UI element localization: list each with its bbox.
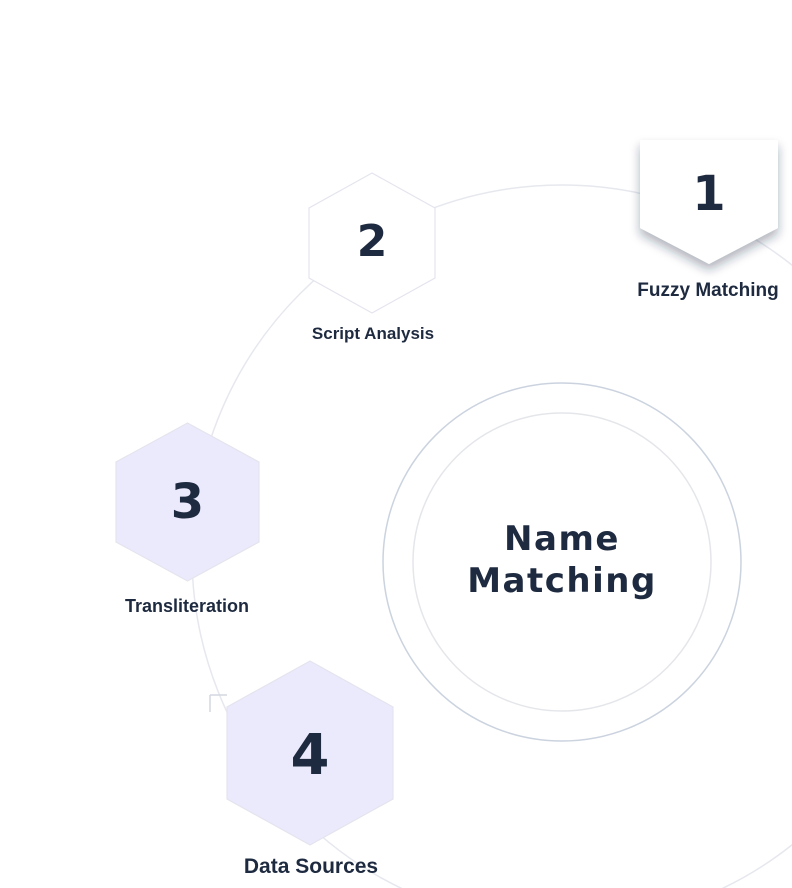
center-title: Name Matching [412, 518, 712, 602]
step-2-node[interactable]: 2 [308, 172, 436, 314]
center-title-line1: Name [504, 519, 620, 559]
step-3-label: Transliteration [124, 596, 250, 616]
step-1-badge-shape [640, 140, 778, 264]
center-title-line2: Matching [467, 561, 657, 601]
step-2-hexagon [308, 172, 436, 314]
step-4-label: Data Sources [243, 855, 379, 878]
step-1-label: Fuzzy Matching [637, 280, 779, 301]
step-4-hexagon [226, 660, 394, 846]
step-2-label: Script Analysis [311, 324, 435, 343]
step-1-number: 1 [692, 166, 726, 222]
step-3-number: 3 [170, 474, 205, 530]
step-3-node[interactable]: 3 [115, 422, 260, 582]
center-inner-ring [412, 412, 712, 712]
step-2-number: 2 [356, 216, 388, 267]
orbit-corner-mark [209, 694, 227, 712]
step-4-number: 4 [290, 723, 330, 788]
step-4-node[interactable]: 4 [226, 660, 394, 846]
step-3-hexagon [115, 422, 260, 582]
step-1-node[interactable]: 1 [630, 140, 788, 280]
